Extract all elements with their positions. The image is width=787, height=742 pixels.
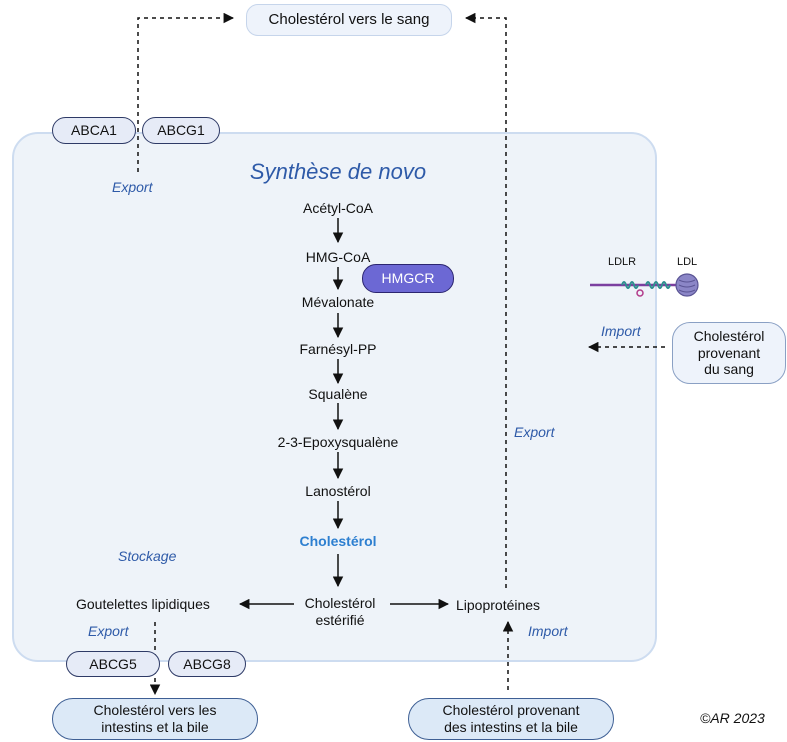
- ldl-label: LDL: [677, 256, 698, 268]
- metabolite-epoxysqualene: 2-3-Epoxysqualène: [277, 434, 399, 450]
- import-label-right: Import: [601, 323, 641, 339]
- top-blood-label: Cholestérol vers le sang: [268, 11, 430, 28]
- abcg5-transporter: ABCG5: [66, 651, 160, 677]
- lipoproteins: Lipoprotéines: [456, 597, 541, 613]
- intestine-import-box: Cholestérol provenant des intestins et l…: [408, 698, 614, 740]
- abcg1-transporter: ABCG1: [142, 117, 220, 144]
- esterified-line2: estérifié: [315, 611, 365, 628]
- metabolite-lanosterol: Lanostérol: [305, 483, 371, 499]
- abca1-transporter: ABCA1: [52, 117, 136, 144]
- hmgcr-label: HMGCR: [381, 270, 435, 287]
- hmgcr-enzyme: HMGCR: [362, 264, 454, 293]
- intestine-import-line1: Cholestérol provenant: [442, 702, 580, 719]
- lipid-droplets: Goutelettes lipidiques: [76, 596, 210, 612]
- cell-membrane: [12, 132, 657, 662]
- copyright: ©AR 2023: [700, 710, 765, 726]
- metabolite-cholesterol: Cholestérol: [299, 533, 377, 549]
- abcg8-transporter: ABCG8: [168, 651, 246, 677]
- stockage-label: Stockage: [118, 548, 177, 564]
- blood-source-box: Cholestérol provenant du sang: [672, 322, 786, 384]
- metabolite-hmg-coa: HMG-CoA: [305, 249, 371, 265]
- ldlr-label: LDLR: [608, 256, 637, 268]
- esterified-line1: Cholestérol: [304, 595, 376, 611]
- intestine-export-line1: Cholestérol vers les: [93, 702, 217, 719]
- blood-box-line1: Cholestérol: [693, 327, 765, 344]
- metabolite-farnesyl-pp: Farnésyl-PP: [299, 341, 377, 357]
- intestine-import-line2: des intestins et la bile: [444, 719, 578, 735]
- top-blood-box: Cholestérol vers le sang: [246, 4, 452, 36]
- blood-box-line2: provenant: [697, 344, 761, 361]
- intestine-export-box: Cholestérol vers les intestins et la bil…: [52, 698, 258, 740]
- diagram-title: Synthèse de novo: [249, 159, 427, 184]
- metabolite-mevalonate: Mévalonate: [301, 294, 375, 310]
- blood-box-line3: du sang: [704, 361, 754, 378]
- import-label-bottom: Import: [528, 623, 568, 639]
- export-label-mid: Export: [514, 424, 555, 440]
- export-label-bottom: Export: [88, 623, 129, 639]
- abca1-label: ABCA1: [71, 122, 117, 139]
- metabolite-squalene: Squalène: [308, 386, 368, 402]
- abcg5-label: ABCG5: [89, 655, 137, 672]
- abcg1-label: ABCG1: [157, 122, 205, 139]
- esterified-cholesterol: Cholestérol estérifié: [296, 595, 384, 629]
- abcg8-label: ABCG8: [183, 655, 231, 672]
- export-label-top: Export: [112, 179, 153, 195]
- intestine-export-line2: intestins et la bile: [101, 719, 209, 735]
- metabolite-acetyl-coa: Acétyl-CoA: [302, 200, 374, 216]
